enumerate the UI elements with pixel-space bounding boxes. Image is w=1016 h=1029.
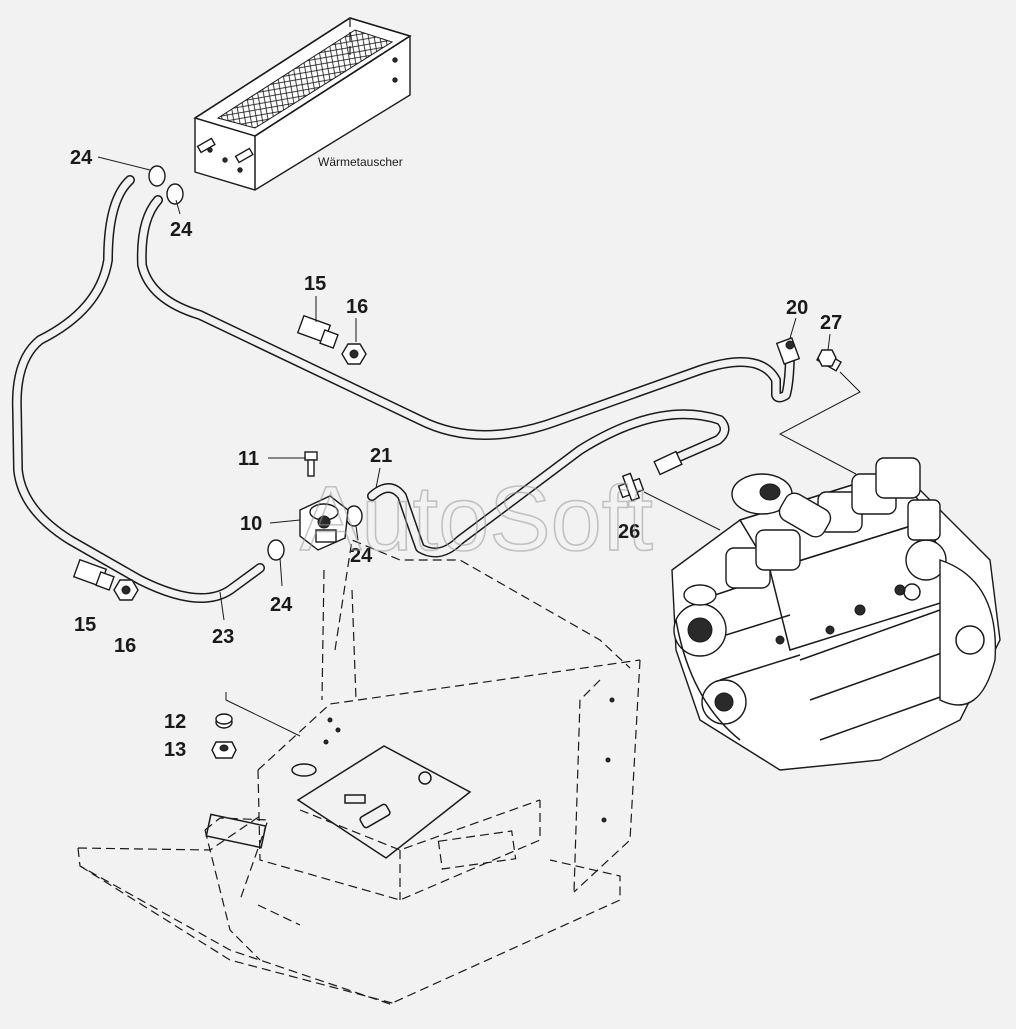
callout-24: 24	[70, 147, 93, 169]
callout-15: 15	[74, 614, 96, 636]
callout-12: 12	[164, 711, 186, 733]
callout-20: 20	[786, 297, 808, 319]
nut-13	[211, 741, 237, 759]
elbow-20	[775, 337, 801, 365]
bolt-11	[304, 451, 318, 477]
nut-12	[215, 713, 233, 729]
callout-16: 16	[346, 296, 368, 318]
callout-24: 24	[170, 219, 193, 241]
callout-21: 21	[370, 445, 392, 467]
watermark: AutoSoft	[300, 468, 653, 570]
callout-26: 26	[618, 521, 640, 543]
callout-11: 11	[238, 448, 259, 470]
heat-exchanger	[193, 17, 412, 191]
callout-numbers: 24 24 15 16 20 27 11 21 10 26 24 24 15 1…	[70, 147, 842, 761]
callout-16: 16	[114, 635, 136, 657]
hose-21	[367, 409, 730, 558]
fitting-15-16-upper	[296, 314, 367, 365]
callout-23: 23	[212, 626, 234, 648]
heat-exchanger-label: Wärmetauscher	[318, 155, 403, 169]
engine-block	[671, 457, 1001, 771]
fitting-15-16-lower	[72, 558, 139, 601]
callout-15: 15	[304, 273, 326, 295]
hose-clamp-24	[148, 165, 363, 561]
callout-13: 13	[164, 739, 186, 761]
machine-frame	[77, 539, 641, 1005]
callout-24: 24	[350, 545, 373, 567]
hose-fitting-21	[653, 450, 683, 476]
callout-27: 27	[820, 312, 842, 334]
hose-supply	[136, 195, 795, 440]
callout-24: 24	[270, 594, 293, 616]
valve-10	[299, 495, 349, 551]
hose-23-return	[11, 175, 265, 603]
sensor-27	[816, 349, 842, 372]
tee-fitting-26	[617, 472, 645, 502]
leader-lines	[97, 156, 861, 737]
callout-10: 10	[240, 513, 262, 535]
